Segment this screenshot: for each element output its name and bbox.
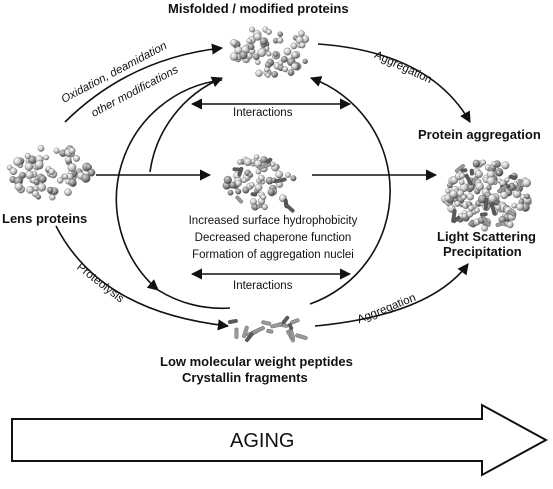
lens-to-peptides-arrow: [55, 225, 230, 331]
effect-nuclei: Formation of aggregation nuclei: [192, 249, 354, 261]
aging-arrow: [11, 403, 549, 477]
cycle-arc-left-up: [149, 76, 224, 173]
modified-protein-cluster-image: [222, 154, 297, 213]
precipitation-label: Precipitation: [443, 244, 522, 259]
misfolded-label: Misfolded / modified proteins: [168, 1, 349, 16]
lens-to-misfolded-arrow: [64, 43, 224, 123]
misfolded-to-aggregation-arrow: [317, 43, 471, 123]
effect-chaperone: Decreased chaperone function: [194, 232, 352, 244]
light-scattering-label: Light Scattering: [437, 229, 536, 244]
aggregate-cluster-image: [441, 159, 532, 232]
interactions-top-label: Interactions: [233, 107, 293, 119]
misfolded-protein-cluster-image: [229, 26, 310, 78]
peptides-to-aggregation-arrow: [314, 263, 469, 327]
effect-hydrophobicity: Increased surface hydrophobicity: [188, 215, 358, 227]
peptides-label: Low molecular weight peptides: [160, 354, 353, 369]
cycle-arc-left-bottom: [157, 289, 231, 310]
aging-label: AGING: [230, 430, 295, 452]
lens-protein-cluster-image: [6, 145, 96, 201]
protein-aggregation-label: Protein aggregation: [418, 127, 541, 142]
lens-proteins-label: Lens proteins: [2, 211, 88, 226]
cycle-arc-right: [309, 76, 391, 305]
interactions-bottom-label: Interactions: [233, 280, 293, 292]
cycle-arc-left: [115, 79, 223, 291]
crystallin-fragments-label: Crystallin fragments: [182, 370, 308, 385]
peptide-fragments-image: [227, 315, 308, 343]
